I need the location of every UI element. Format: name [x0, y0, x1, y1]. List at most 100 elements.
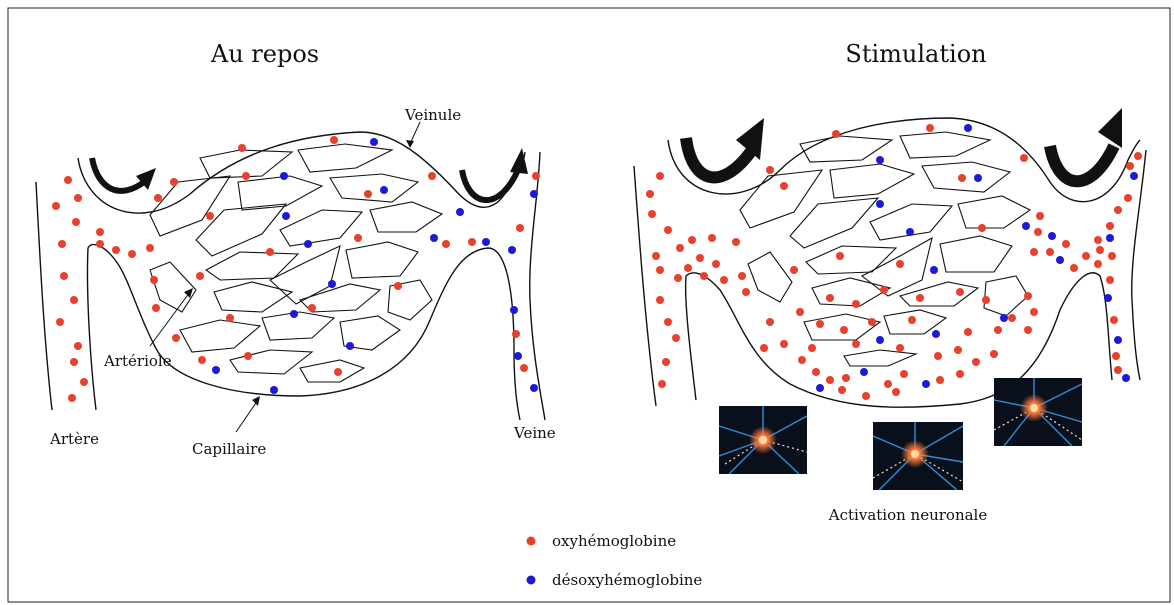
oxyhemoglobin-dot: [838, 386, 846, 394]
oxyhemoglobin-dot: [1034, 228, 1042, 236]
oxyhemoglobin-dot: [512, 330, 520, 338]
stim-flow-arrow-artery: [680, 118, 764, 184]
oxyhemoglobin-dot: [732, 238, 740, 246]
legend-deoxy-label: désoxyhémoglobine: [552, 571, 702, 589]
oxyhemoglobin-dot: [242, 172, 250, 180]
oxyhemoglobin-dot: [826, 294, 834, 302]
deoxyhemoglobin-dot: [514, 352, 522, 360]
oxyhemoglobin-dot: [60, 272, 68, 280]
oxyhemoglobin-dot: [68, 394, 76, 402]
oxyhemoglobin-dot: [1108, 252, 1116, 260]
deoxyhemoglobin-dot: [510, 306, 518, 314]
oxyhemoglobin-dot: [796, 308, 804, 316]
oxyhemoglobin-dot: [742, 288, 750, 296]
oxyhemoglobin-dot: [146, 244, 154, 252]
oxyhemoglobin-dot: [1036, 212, 1044, 220]
deoxyhemoglobin-dot: [456, 208, 464, 216]
capillary-pointer: [235, 399, 259, 433]
stim-lower-wall: [684, 272, 1113, 408]
stim-artery-wall-outer: [633, 165, 657, 407]
oxyhemoglobin-dot: [394, 282, 402, 290]
oxyhemoglobin-dot: [198, 356, 206, 364]
deoxyhemoglobin-dot: [290, 310, 298, 318]
oxyhemoglobin-dot: [760, 344, 768, 352]
oxyhemoglobin-dot: [170, 178, 178, 186]
deoxyhemoglobin-dot: [282, 212, 290, 220]
oxyhemoglobin-dot: [896, 344, 904, 352]
oxyhemoglobin-dot: [70, 358, 78, 366]
arteriole-pointer: [149, 291, 191, 347]
oxyhemoglobin-dot: [648, 210, 656, 218]
oxyhemoglobin-dot: [892, 388, 900, 396]
oxyhemoglobin-dot: [664, 318, 672, 326]
oxyhemoglobin-dot: [780, 340, 788, 348]
stim-flow-arrow-vein: [1044, 108, 1122, 188]
oxyhemoglobin-dot: [1106, 222, 1114, 230]
oxyhemoglobin-dot: [244, 352, 252, 360]
oxyhemoglobin-dot: [1030, 248, 1038, 256]
deoxyhemoglobin-dot: [816, 384, 824, 392]
deoxyhemoglobin-dot: [1122, 374, 1130, 382]
oxyhemoglobin-dot: [664, 226, 672, 234]
oxyhemoglobin-dot: [150, 276, 158, 284]
flow-arrow-artery: [89, 157, 156, 194]
oxyhemoglobin-dot: [1082, 252, 1090, 260]
neuron-image-3: [993, 378, 1083, 447]
rest-blood-cells: [52, 136, 540, 402]
oxyhemoglobin-dot: [798, 356, 806, 364]
oxyhemoglobin-dot: [80, 378, 88, 386]
arteriole-wall: [86, 243, 521, 421]
oxyhemoglobin-dot: [836, 252, 844, 260]
oxyhemoglobin-dot: [52, 202, 60, 210]
stimulation-blood-cells: [646, 124, 1142, 400]
vein-label: Veine: [513, 424, 556, 442]
artery-wall-outer: [35, 181, 53, 411]
stimulation-panel: Stimulation: [633, 40, 1147, 524]
oxyhemoglobin-dot: [972, 358, 980, 366]
oxyhemoglobin-dot: [908, 316, 916, 324]
oxyhemoglobin-dot: [916, 294, 924, 302]
deoxyhemoglobin-dot: [876, 336, 884, 344]
oxyhemoglobin-dot: [74, 194, 82, 202]
oxyhemoglobin-dot: [994, 326, 1002, 334]
deoxyhemoglobin-dot: [1022, 222, 1030, 230]
oxyhemoglobin-dot: [1134, 152, 1142, 160]
oxyhemoglobin-dot: [964, 328, 972, 336]
oxyhemoglobin-dot: [96, 228, 104, 236]
deoxyhemoglobin-dot: [430, 234, 438, 242]
oxyhemoglobin-dot: [468, 238, 476, 246]
neuron-image-2: [872, 422, 964, 491]
deoxyhemoglobin-dot: [876, 200, 884, 208]
oxyhemoglobin-dot: [354, 234, 362, 242]
oxyhemoglobin-dot: [1020, 154, 1028, 162]
oxyhemoglobin-dot: [790, 266, 798, 274]
oxyhemoglobin-dot: [840, 326, 848, 334]
oxyhemoglobin-dot: [1094, 260, 1102, 268]
oxyhemoglobin-dot: [852, 300, 860, 308]
oxyhemoglobin-dot: [72, 218, 80, 226]
oxyhemoglobin-dot: [672, 334, 680, 342]
oxyhemoglobin-dot: [712, 260, 720, 268]
oxyhemoglobin-dot: [884, 380, 892, 388]
tissue-islands: [149, 143, 444, 383]
oxyhemoglobin-dot: [1062, 240, 1070, 248]
oxyhemoglobin-dot: [330, 136, 338, 144]
oxyhemoglobin-dot: [826, 376, 834, 384]
legend-oxy-swatch: [526, 536, 536, 546]
legend-deoxy-swatch: [526, 575, 536, 585]
deoxyhemoglobin-dot: [270, 386, 278, 394]
oxyhemoglobin-dot: [334, 368, 342, 376]
capillary-label: Capillaire: [192, 440, 266, 458]
figure-frame: [7, 7, 1171, 603]
deoxyhemoglobin-dot: [860, 368, 868, 376]
deoxyhemoglobin-dot: [1056, 256, 1064, 264]
oxyhemoglobin-dot: [1126, 162, 1134, 170]
stim-vein-wall-outer: [1131, 149, 1147, 381]
oxyhemoglobin-dot: [708, 234, 716, 242]
oxyhemoglobin-dot: [954, 346, 962, 354]
oxyhemoglobin-dot: [364, 190, 372, 198]
oxyhemoglobin-dot: [154, 194, 162, 202]
oxyhemoglobin-dot: [1114, 206, 1122, 214]
oxyhemoglobin-dot: [56, 318, 64, 326]
